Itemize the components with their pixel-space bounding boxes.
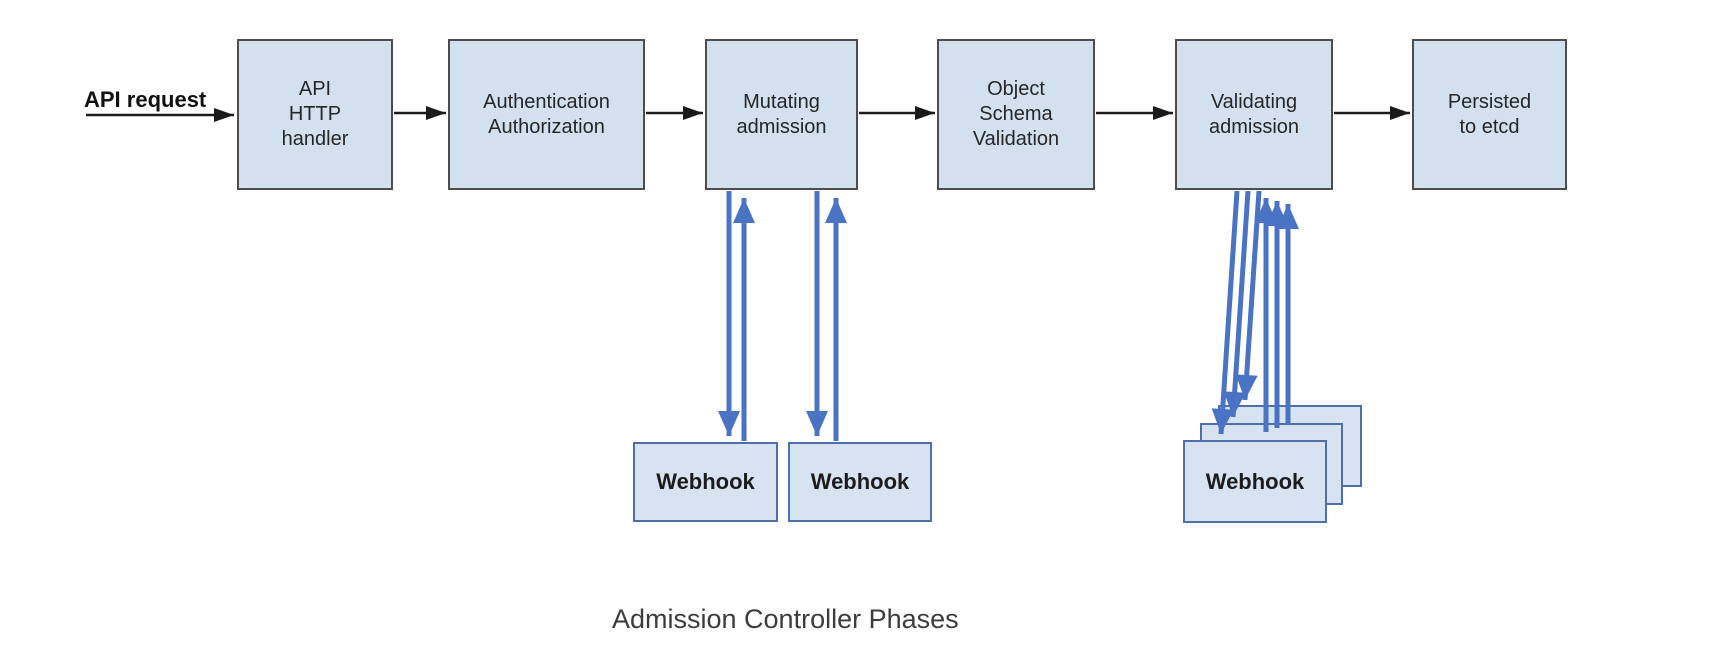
webhook-label: Webhook	[810, 469, 910, 494]
phase-box-persisted-to-etcd: Persisted to etcd	[1412, 39, 1567, 190]
api-request-label: API request	[84, 87, 207, 112]
webhook-label: Webhook	[1205, 468, 1305, 494]
phase-label: API HTTP handler	[281, 78, 349, 150]
phase-box-api-http-handler: API HTTP handler	[237, 39, 393, 190]
validating-webhook-box-front: Webhook	[1183, 440, 1327, 523]
diagram-caption: Admission Controller Phases	[612, 604, 959, 634]
phase-box-authentication-authorization: Authentication Authorization	[448, 39, 645, 190]
phase-label: Validating admission	[1208, 90, 1300, 138]
phase-label: Persisted to etcd	[1447, 90, 1532, 138]
phase-box-object-schema-validation: Object Schema Validation	[937, 39, 1095, 190]
phase-box-mutating-admission: Mutating admission	[705, 39, 858, 190]
mutating-webhook-box-2: Webhook	[788, 442, 932, 522]
arrow-validating-down-3	[1235, 190, 1262, 401]
phase-label: Authentication Authorization	[483, 90, 610, 138]
mutating-webhook-box-1: Webhook	[633, 442, 778, 522]
phase-label: Object Schema Validation	[972, 78, 1060, 150]
arrow-validating-down-1	[1211, 190, 1240, 435]
phase-label: Mutating admission	[736, 90, 827, 138]
phase-box-validating-admission: Validating admission	[1175, 39, 1333, 190]
arrow-validating-down-2	[1223, 190, 1251, 418]
webhook-label: Webhook	[656, 469, 755, 494]
